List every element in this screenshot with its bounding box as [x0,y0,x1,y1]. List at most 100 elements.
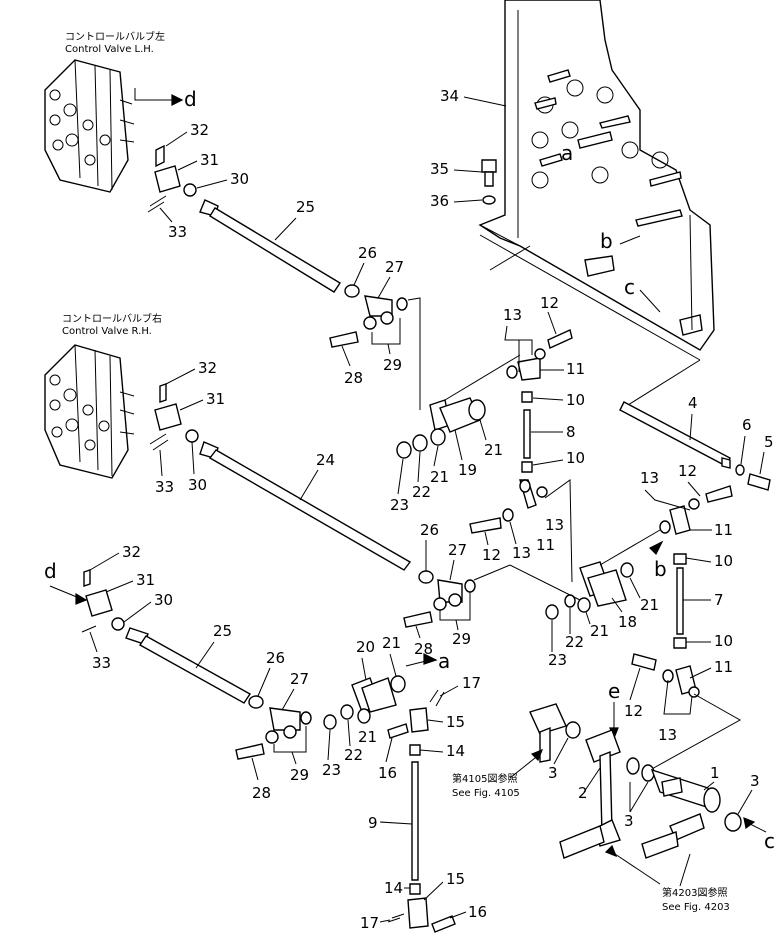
callout-3-a: 3 [548,764,558,782]
callout-29-a: 29 [383,356,402,374]
marker-b-right: b [654,557,667,581]
callout-32-b: 32 [198,359,217,377]
marker-c-plate: c [624,275,635,299]
marker-d-top: d [184,87,197,111]
bracket-plate: 34 35 36 a b c [430,0,715,411]
callout-33-a: 33 [168,223,187,241]
callout-10-a: 10 [566,391,585,409]
control-valve-lh: コントロールバルブ左 Control Valve L.H. d [44,30,197,193]
caption-lh-en: Control Valve L.H. [65,44,154,55]
marker-e: e [608,679,620,703]
callout-16-a: 16 [378,764,397,782]
callout-14-a: 14 [446,742,465,760]
marker-a-plate: a [561,141,573,165]
callout-22-a: 22 [412,483,431,501]
callout-31-a: 31 [200,151,219,169]
caption-ref4105-en: See Fig. 4105 [452,788,520,799]
callout-6: 6 [742,416,752,434]
callout-29-b: 29 [452,630,471,648]
callout-26-a: 26 [358,244,377,262]
callout-28-a: 28 [344,369,363,387]
callout-9: 9 [368,814,378,832]
callout-8: 8 [566,423,576,441]
right-linkage: 4 6 5 13 13 11 12 b 18 21 21 22 23 [469,394,774,771]
callout-15-b: 15 [446,870,465,888]
callout-12-d: 12 [624,702,643,720]
callout-21-a: 21 [484,441,503,459]
callout-12-a: 12 [540,294,559,312]
callout-23-a: 23 [390,496,409,514]
callout-28-b: 28 [414,640,433,658]
callout-34: 34 [440,87,459,105]
rod-assembly-lh: 32 31 30 33 25 26 27 28 29 [147,121,421,410]
marker-d-lower: d [44,559,57,583]
callout-4: 4 [688,394,698,412]
caption-lh-jp: コントロールバルブ左 [65,30,165,43]
callout-22-c: 22 [344,746,363,764]
marker-a-lower: a [438,649,450,673]
center-linkage: 13 12 11 10 8 10 19 21 21 22 23 [390,294,585,514]
callout-25-b: 25 [213,622,232,640]
callout-7: 7 [714,591,724,609]
callout-13-c: 13 [512,544,531,562]
callout-30-c: 30 [154,591,173,609]
callout-16-b: 16 [468,903,487,921]
lower-center-linkage: a 20 21 21 22 23 17 15 16 14 9 14 15 17 [322,634,487,933]
callout-21-b: 21 [430,468,449,486]
callout-11-d: 11 [714,658,733,676]
callout-33-b: 33 [155,478,174,496]
callout-10-d: 10 [714,632,733,650]
caption-rh-jp: コントロールバルブ右 [62,312,162,325]
callout-12-c: 12 [678,462,697,480]
callout-27-b: 27 [448,541,467,559]
callout-36: 36 [430,192,449,210]
callout-30-a: 30 [230,170,249,188]
callout-21-d: 21 [590,622,609,640]
callout-23-c: 23 [322,761,341,779]
callout-24: 24 [316,451,335,469]
callout-2: 2 [578,784,588,802]
callout-25-a: 25 [296,198,315,216]
callout-12-b: 12 [482,546,501,564]
callout-23-b: 23 [548,651,567,669]
callout-10-c: 10 [714,552,733,570]
callout-21-c: 21 [640,596,659,614]
callout-31-c: 31 [136,571,155,589]
callout-33-c: 33 [92,654,111,672]
rod-assembly-rh: 32 31 30 33 24 26 27 28 29 [149,359,581,658]
callout-19: 19 [458,461,477,479]
callout-17-a: 17 [462,674,481,692]
callout-11-b: 11 [536,536,555,554]
caption-ref4203-jp: 第4203図参照 [662,886,727,899]
marker-b-plate: b [600,229,613,253]
callout-10-b: 10 [566,449,585,467]
caption-ref4105-jp: 第4105図参照 [452,772,517,785]
callout-5: 5 [764,433,774,451]
callout-27-c: 27 [290,670,309,688]
control-valve-rh: コントロールバルブ右 Control Valve R.H. [44,312,162,479]
callout-31-b: 31 [206,390,225,408]
caption-rh-en: Control Valve R.H. [62,326,152,337]
callout-18: 18 [618,613,637,631]
callout-11-a: 11 [566,360,585,378]
callout-20: 20 [356,638,375,656]
callout-11-c: 11 [714,521,733,539]
callout-32-a: 32 [190,121,209,139]
callout-13-a: 13 [503,306,522,324]
callout-26-c: 26 [266,649,285,667]
callout-13-b: 13 [545,516,564,534]
callout-32-c: 32 [122,543,141,561]
callout-17-b: 17 [360,914,379,932]
callout-13-e: 13 [658,726,677,744]
callout-30-b: 30 [188,476,207,494]
callout-35: 35 [430,160,449,178]
callout-29-c: 29 [290,766,309,784]
callout-14-b: 14 [384,879,403,897]
callout-3-b: 3 [624,812,634,830]
callout-13-d: 13 [640,469,659,487]
marker-c-bottom: c [764,829,775,853]
callout-21-f: 21 [358,728,377,746]
rod-assembly-lower: d 32 31 30 33 25 26 27 28 29 [44,543,312,802]
callout-27-a: 27 [385,258,404,276]
